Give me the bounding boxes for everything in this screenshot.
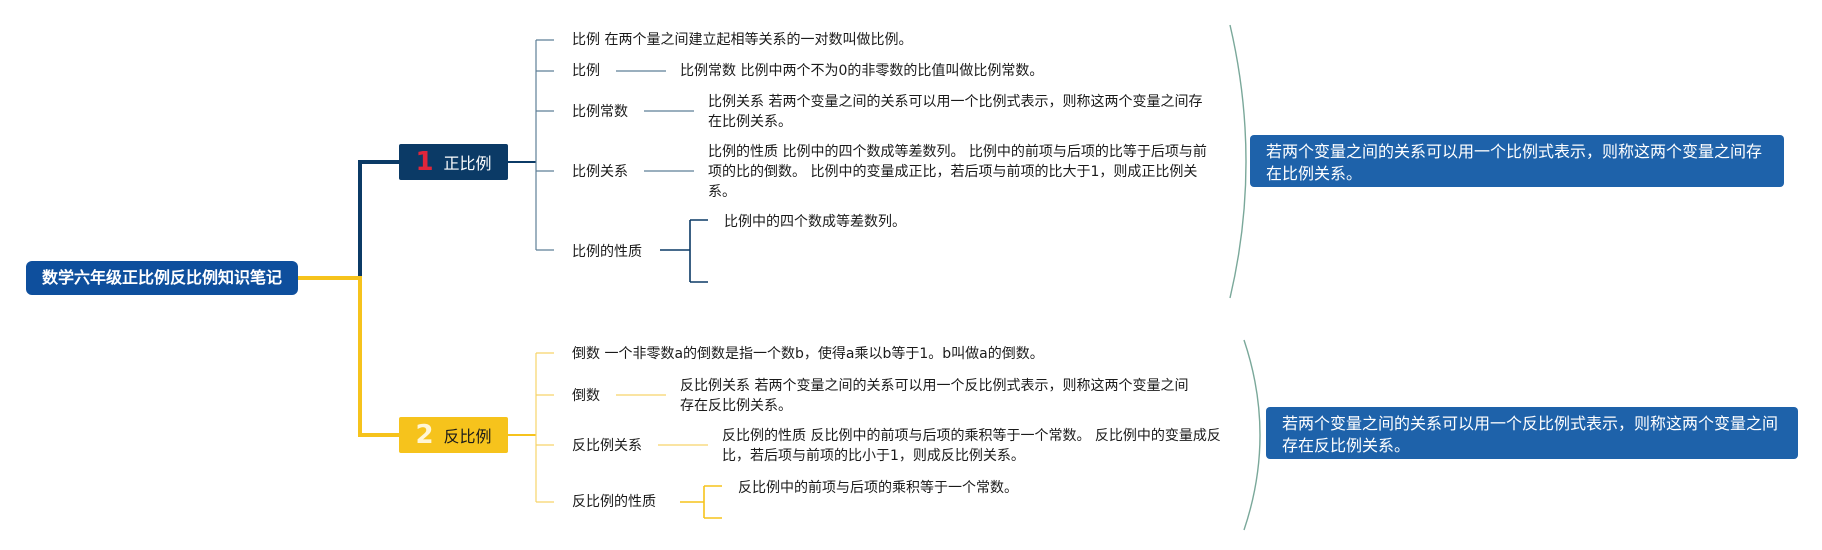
b1-item-2-child-label: 比例常数: [680, 63, 736, 79]
b2-item-4-child-1[interactable]: 反比例中的前项与后项的乘积等于一个常数。: [738, 480, 1018, 496]
b1-item-4[interactable]: 比例关系: [572, 164, 628, 180]
b1-item-4-child-text: 比例中的四个数成等差数列。 比例中的前项与后项的比等于后项与前项的比的倒数。 比…: [708, 144, 1207, 200]
b1-item-4-child-label: 比例的性质: [708, 144, 778, 160]
b1-item-5-child-1[interactable]: 比例中的四个数成等差数列。: [724, 214, 906, 230]
connector-root-branch2: [298, 276, 399, 437]
root-node[interactable]: 数学六年级正比例反比例知识笔记: [26, 261, 298, 295]
branch-label-1: 正比例: [443, 154, 492, 173]
b2-item-3[interactable]: 反比例关系: [572, 438, 642, 454]
b1-item-1[interactable]: 比例 在两个量之间建立起相等关系的一对数叫做比例。: [572, 30, 912, 50]
branch-node-1[interactable]: 1 正比例: [399, 144, 508, 180]
b2-item-2-child[interactable]: 反比例关系 若两个变量之间的关系可以用一个反比例式表示，则称这两个变量之间存在反…: [680, 376, 1190, 416]
branch-number-1: 1: [415, 147, 434, 177]
b2-item-1-text: 一个非零数a的倒数是指一个数b，使得a乘以b等于1。b叫做a的倒数。: [604, 346, 1044, 362]
summary-box-1[interactable]: 若两个变量之间的关系可以用一个比例式表示，则称这两个变量之间存在比例关系。: [1250, 135, 1784, 187]
b1-item-2[interactable]: 比例: [572, 63, 600, 79]
b1-item-3-child-text: 若两个变量之间的关系可以用一个比例式表示，则称这两个变量之间存在比例关系。: [708, 94, 1203, 130]
connector-root-branch1: [298, 160, 399, 280]
b2-item-2-child-label: 反比例关系: [680, 378, 750, 394]
b1-item-1-label: 比例: [572, 32, 600, 48]
b2-item-3-child[interactable]: 反比例的性质 反比例中的前项与后项的乘积等于一个常数。 反比例中的变量成反比，若…: [722, 426, 1230, 466]
b1-item-2-child-text: 比例中两个不为0的非零数的比值叫做比例常数。: [740, 63, 1044, 79]
b1-item-4-child[interactable]: 比例的性质 比例中的四个数成等差数列。 比例中的前项与后项的比等于后项与前项的比…: [708, 142, 1216, 202]
summary-bracket-1: [1229, 24, 1247, 299]
branch-number-2: 2: [415, 420, 434, 450]
b1-item-2-child[interactable]: 比例常数 比例中两个不为0的非零数的比值叫做比例常数。: [680, 61, 1043, 81]
branch-node-2[interactable]: 2 反比例: [399, 417, 508, 453]
summary-bracket-2: [1243, 339, 1261, 531]
b2-item-1-label: 倒数: [572, 346, 600, 362]
summary-box-2[interactable]: 若两个变量之间的关系可以用一个反比例式表示，则称这两个变量之间存在反比例关系。: [1266, 407, 1798, 459]
b1-item-3-child[interactable]: 比例关系 若两个变量之间的关系可以用一个比例式表示，则称这两个变量之间存在比例关…: [708, 92, 1216, 132]
connector-b1-item5-children: [660, 219, 708, 283]
b2-item-3-child-label: 反比例的性质: [722, 428, 806, 444]
b1-item-5[interactable]: 比例的性质: [572, 244, 642, 260]
b1-item-3[interactable]: 比例常数: [572, 104, 628, 120]
b1-item-1-text: 在两个量之间建立起相等关系的一对数叫做比例。: [604, 32, 913, 48]
b2-item-2-child-text: 若两个变量之间的关系可以用一个反比例式表示，则称这两个变量之间存在反比例关系。: [680, 378, 1189, 414]
b2-item-3-child-text: 反比例中的前项与后项的乘积等于一个常数。 反比例中的变量成反比，若后项与前项的比…: [722, 428, 1221, 464]
b2-item-2[interactable]: 倒数: [572, 388, 600, 404]
branch-label-2: 反比例: [443, 427, 492, 446]
b2-item-4[interactable]: 反比例的性质: [572, 494, 656, 510]
b1-item-3-child-label: 比例关系: [708, 94, 764, 110]
b2-item-1[interactable]: 倒数 一个非零数a的倒数是指一个数b，使得a乘以b等于1。b叫做a的倒数。: [572, 344, 1044, 364]
connector-b2-item4-children: [680, 485, 722, 519]
